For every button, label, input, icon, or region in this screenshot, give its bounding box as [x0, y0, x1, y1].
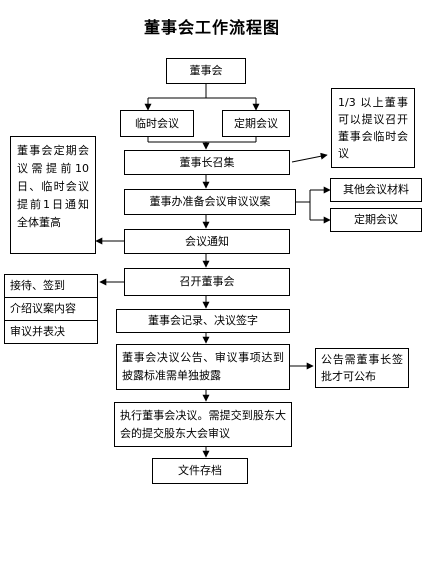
node-meeting-notice: 会议通知	[124, 229, 290, 254]
note-chairman-approval: 公告需董事长签批才可公布	[315, 348, 409, 388]
node-hold-meeting: 召开董事会	[124, 268, 290, 296]
node-resolution-announcement: 董事会决议公告、审议事项达到披露标准需单独披露	[116, 344, 290, 390]
node-execute-resolution: 执行董事会决议。需提交到股东大会的提交股东大会审议	[114, 402, 292, 447]
node-chairman-convene: 董事长召集	[124, 150, 290, 175]
node-board: 董事会	[166, 58, 246, 84]
node-other-materials: 其他会议材料	[330, 178, 422, 202]
page-title: 董事会工作流程图	[143, 18, 280, 37]
step-review-vote: 审议并表决	[4, 320, 98, 344]
node-minutes-signature: 董事会记录、决议签字	[116, 309, 290, 333]
node-regular-meeting: 定期会议	[222, 110, 290, 137]
node-regular-meeting-2: 定期会议	[330, 208, 422, 232]
node-prepare-materials: 董事办准备会议审议议案	[124, 189, 296, 215]
step-introduce-proposal: 介绍议案内容	[4, 297, 98, 321]
note-one-third-proposal: 1/3 以上董事可以提议召开董事会临时会议	[331, 88, 415, 168]
note-meeting-notice-timing: 董事会定期会议需提前10日、临时会议提前1日通知全体董高	[10, 136, 96, 254]
node-archive: 文件存档	[152, 458, 248, 484]
node-temp-meeting: 临时会议	[120, 110, 194, 137]
step-reception-signin: 接待、签到	[4, 274, 98, 298]
